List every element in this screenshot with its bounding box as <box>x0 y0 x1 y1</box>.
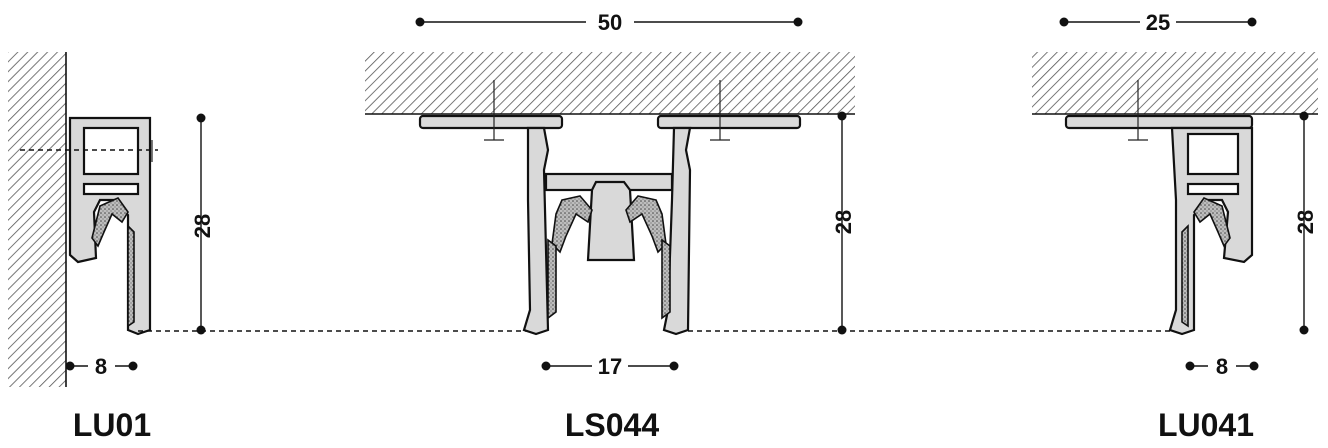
dim-lu041-width-label: 25 <box>1146 10 1170 35</box>
dim-lu041-width: 25 <box>1059 10 1257 35</box>
dim-lu041-offset-label: 8 <box>1216 354 1228 379</box>
dim-ls044-gap-label: 17 <box>598 354 622 379</box>
ls044-gasket-right <box>625 195 667 254</box>
dim-ls044-gap: 17 <box>541 354 679 379</box>
lu041-flange <box>1064 114 1254 130</box>
dim-lu041-offset: 8 <box>1185 354 1259 379</box>
lu01-chamber-top <box>82 126 140 176</box>
lu041-gasket-lower <box>1181 224 1189 328</box>
lu01-gasket <box>91 197 129 248</box>
profile-lu041 <box>1032 52 1318 336</box>
ceiling-hatch-center <box>365 52 855 114</box>
lu01-gasket-lower <box>127 224 135 328</box>
profile-lu01 <box>8 52 158 387</box>
dim-ls044-height-label: 28 <box>831 210 856 234</box>
lu01-chamber-mid <box>82 182 140 196</box>
profile-label-ls044: LS044 <box>565 407 659 443</box>
ls044-right-flange <box>656 114 802 130</box>
dim-lu01-height: 28 <box>190 113 215 335</box>
ls044-left-flange <box>418 114 564 130</box>
profile-ls044 <box>365 52 855 336</box>
dim-lu01-offset: 8 <box>65 354 138 379</box>
dim-lu01-offset-label: 8 <box>95 354 107 379</box>
dim-lu01-height-label: 28 <box>190 214 215 238</box>
lu041-chamber-mid <box>1186 182 1240 196</box>
ls044-gasket-right-lower <box>661 238 671 320</box>
profile-label-lu01: LU01 <box>73 407 151 443</box>
ls044-center-stem <box>586 180 636 262</box>
dim-ls044-width-label: 50 <box>598 10 622 35</box>
dim-lu041-height: 28 <box>1293 111 1318 335</box>
dim-ls044-height: 28 <box>831 111 856 335</box>
wall-hatch <box>8 52 66 387</box>
dim-lu041-height-label: 28 <box>1293 210 1318 234</box>
dim-ls044-width: 50 <box>415 10 803 35</box>
lu041-chamber-top <box>1186 132 1240 176</box>
ceiling-hatch-right <box>1032 52 1318 114</box>
profile-label-lu041: LU041 <box>1158 407 1254 443</box>
ls044-left-leg <box>522 126 550 336</box>
ls044-gasket-left-lower <box>547 238 557 320</box>
ls044-gasket-left <box>551 195 593 254</box>
lu041-gasket <box>1193 197 1231 248</box>
